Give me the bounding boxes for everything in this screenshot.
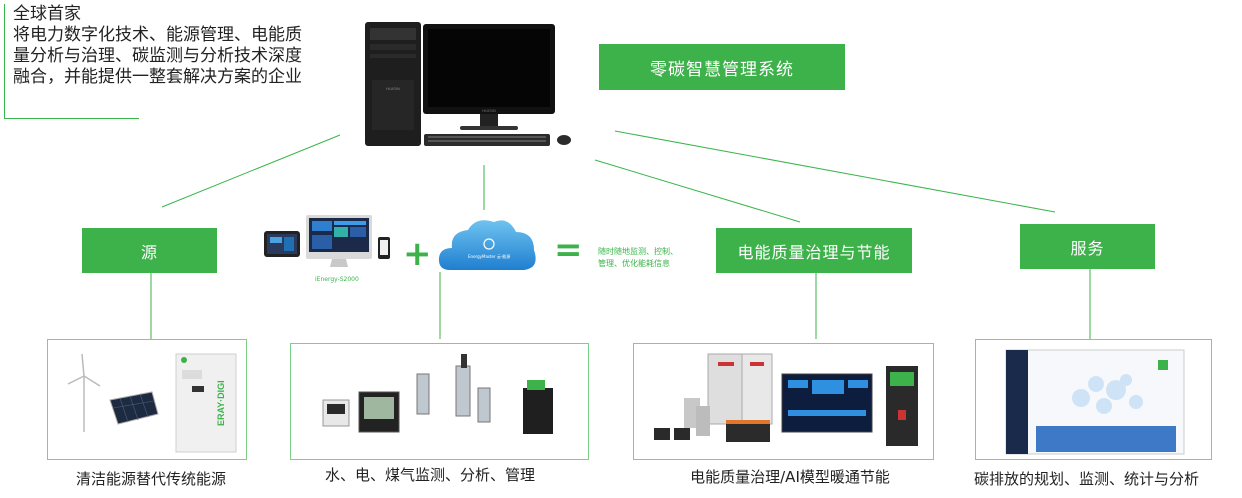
service-box: 服务	[1020, 224, 1155, 269]
cloud-icon	[436, 214, 540, 276]
intro-underline	[4, 118, 139, 119]
tower-brand: HUISIN	[386, 86, 400, 91]
line-to-power-quality	[594, 159, 801, 223]
caption-clean-energy: 清洁能源替代传统能源	[75, 470, 226, 488]
system-title-box: 零碳智慧管理系统	[599, 44, 845, 90]
caption-carbon: 碳排放的规划、监测、统计与分析	[973, 470, 1199, 488]
desktop-computer-image: HUISIN HUISIN	[360, 20, 580, 150]
clean-energy-image: ERAY·DIGI	[67, 353, 237, 453]
intro-line-4: 融合，并能提供一整套解决方案的企业	[13, 67, 302, 87]
panel-monitoring	[290, 343, 589, 460]
plus-sign: +	[403, 234, 432, 274]
software-label: iEnergy-S2000	[315, 276, 359, 283]
cloud-label: EnergyMaster 云·能源	[468, 254, 511, 259]
carbon-dashboard-image	[1005, 349, 1185, 455]
equals-sign: =	[554, 230, 583, 270]
source-box: 源	[82, 228, 217, 273]
power-quality-box: 电能质量治理与节能	[716, 228, 912, 273]
panel-clean-energy: ERAY·DIGI	[47, 339, 247, 460]
caption-monitoring: 水、电、煤气监测、分析、管理	[324, 466, 535, 484]
line-to-source	[161, 134, 341, 208]
intro-line-3: 量分析与治理、碳监测与分析技术深度	[13, 46, 302, 66]
monitoring-devices-image	[322, 354, 553, 434]
intro-line-2: 将电力数字化技术、能源管理、电能质	[13, 25, 302, 45]
monitor-brand: HUISIN	[482, 108, 496, 113]
result-text-line-1: 随时随地监测、控制、	[598, 247, 678, 256]
panel-power-quality	[633, 343, 934, 460]
intro-line-1: 全球首家	[13, 4, 81, 24]
device-label: ERAY·DIGI	[216, 380, 226, 426]
caption-power-quality: 电能质量治理/AI模型暖通节能	[690, 468, 890, 486]
intro-text-block: 全球首家 将电力数字化技术、能源管理、电能质 量分析与治理、碳监测与分析技术深度…	[4, 4, 335, 119]
result-text-line-2: 管理、优化能耗信息	[598, 259, 670, 268]
line-to-service	[614, 130, 1056, 213]
panel-carbon	[975, 339, 1212, 460]
software-devices-image	[262, 213, 394, 273]
power-quality-image	[654, 353, 918, 446]
